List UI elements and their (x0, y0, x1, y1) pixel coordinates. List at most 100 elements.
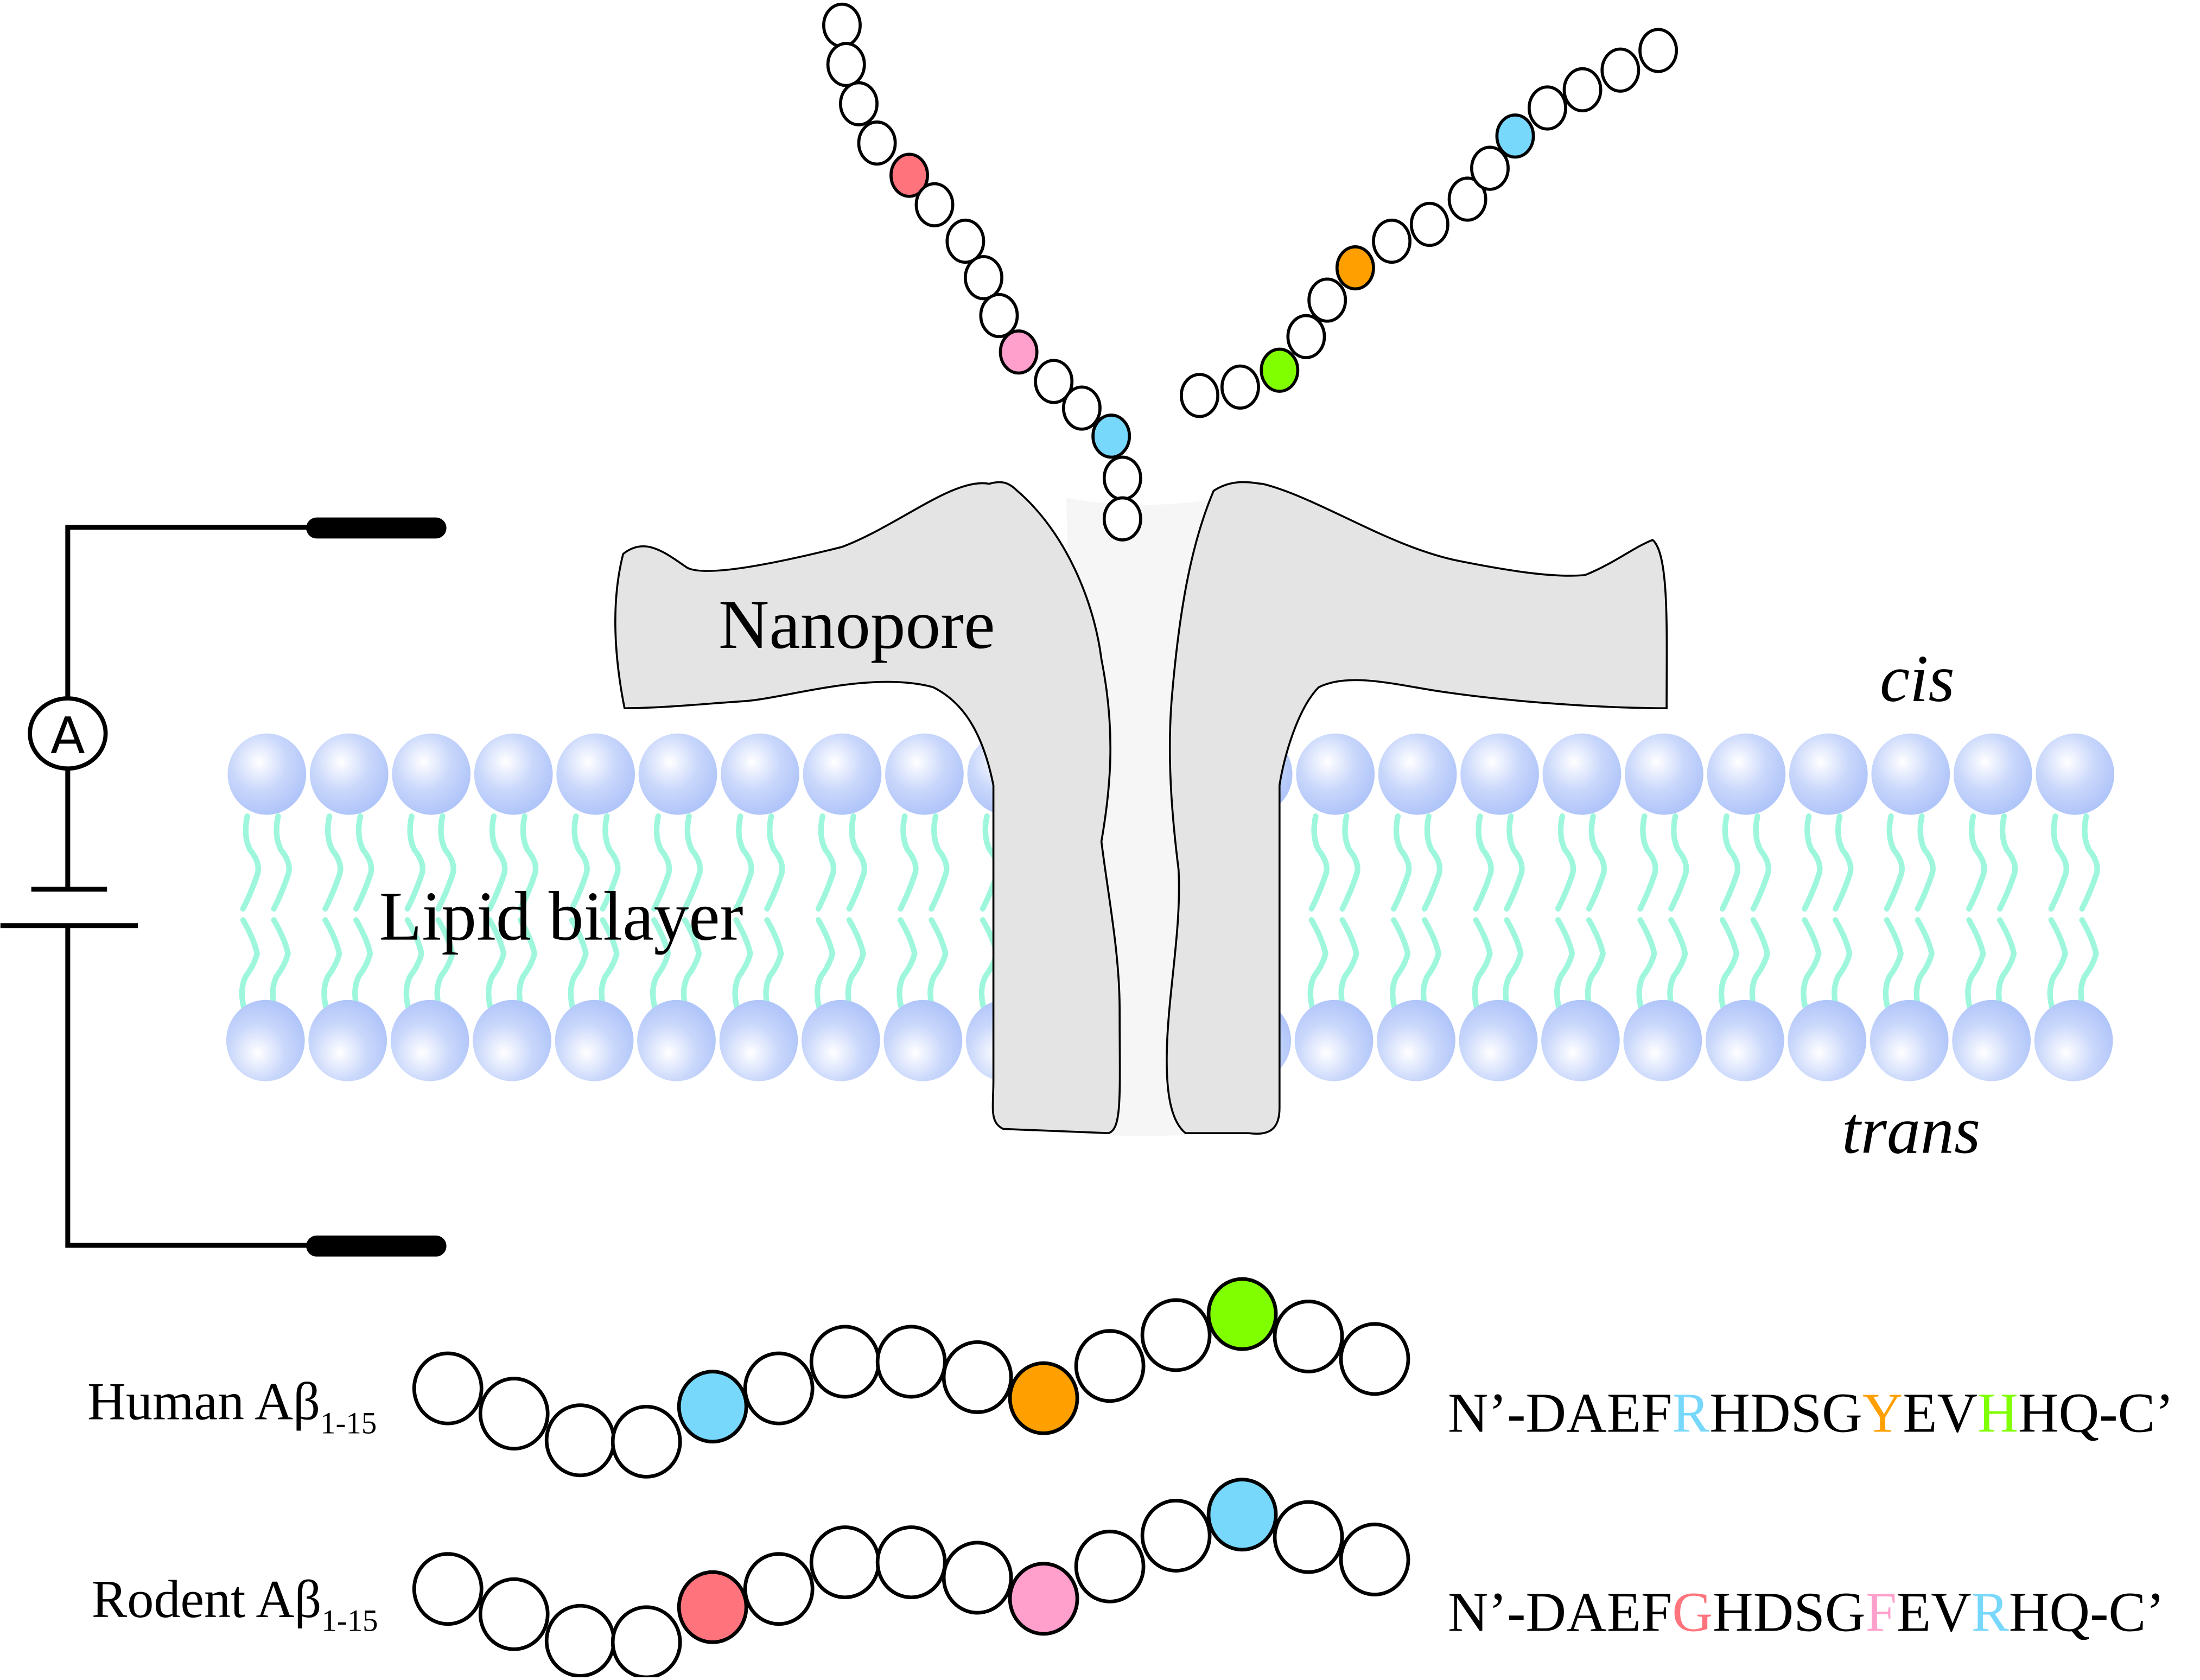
lipid-tail-lower (2078, 917, 2099, 1013)
lipid-tail-upper (1555, 813, 1576, 912)
lipid-tail-lower (1832, 917, 1853, 1013)
nanopore-right-half (1166, 481, 1668, 1135)
amino-acid-bead (809, 1325, 881, 1399)
peptide-name-human: Human Aβ1-15 (87, 1372, 377, 1440)
lipid-tail-upper (1997, 813, 2018, 912)
lipid-tail-lower (1307, 917, 1328, 1013)
sequence-residue: H (1709, 1383, 1750, 1444)
amino-acid-bead (1008, 1361, 1079, 1435)
amino-acid-bead (942, 1340, 1013, 1414)
lipid-tail-upper (271, 813, 292, 912)
sequence-residue: R (1672, 1383, 1709, 1444)
amino-acid-bead (889, 152, 929, 198)
sequence-residue: A (1566, 1383, 1607, 1444)
amino-acid-bead (1206, 1478, 1278, 1552)
amino-acid-bead (875, 1525, 947, 1600)
amino-acid-bead (1286, 314, 1326, 359)
lipid-tail-upper (1750, 813, 1771, 912)
lipid-tail-upper (1915, 813, 1936, 912)
lipid-head (392, 733, 471, 815)
lipid-head (638, 733, 717, 815)
lipid-tail-lower (1718, 917, 1740, 1013)
amino-acid-bead (1206, 1277, 1278, 1351)
ammeter-icon (28, 696, 108, 771)
amino-acid-bead (1470, 145, 1510, 191)
lipid-tail-lower (321, 917, 342, 1013)
amino-acid-bead (478, 1377, 550, 1451)
lipid-tail-upper (1308, 813, 1330, 912)
amino-acid-bead (1339, 1322, 1410, 1396)
amino-acid-bead (964, 255, 1003, 301)
lipid-head (474, 733, 553, 815)
sequence-residue: E (1903, 1383, 1937, 1444)
amino-acid-bead (875, 1325, 947, 1399)
amino-acid-bead (743, 1552, 815, 1626)
amino-acid-bead (611, 1605, 682, 1679)
lipid-tail-lower (434, 917, 455, 1013)
lipid-tail-upper (2048, 813, 2069, 912)
amino-acid-bead (1339, 1522, 1410, 1596)
lipid-tail-lower (1913, 917, 1935, 1013)
electrode-cis (306, 517, 447, 539)
lipid-tail-lower (486, 917, 507, 1013)
sequence-residue: F (1641, 1582, 1672, 1644)
amino-acid-bead (677, 1570, 748, 1644)
lipid-tail-lower (1585, 917, 1606, 1013)
nanopore-left-half (614, 481, 1121, 1135)
lipid-head (227, 733, 307, 815)
lipid-tail-lower (352, 917, 373, 1013)
lipid-tail-upper (600, 813, 621, 912)
sequence-residue: V (1931, 1582, 1972, 1644)
sequence-residue: E (1607, 1383, 1641, 1444)
lipid-head (1460, 733, 1539, 815)
amino-acid-bead (914, 182, 955, 227)
lipid-head (1377, 1000, 1455, 1081)
sequence-residue: V (1937, 1383, 1978, 1444)
lipid-head (1953, 733, 2032, 815)
sequence-residue: G (1825, 1582, 1866, 1644)
lipid-tail-upper (1473, 813, 1494, 912)
lipid-head (2036, 733, 2115, 815)
circuit-wire-bottom (65, 925, 312, 1248)
circuit-wire-top (65, 525, 312, 702)
lipid-tail-lower (1965, 917, 1986, 1013)
lipid-tail-lower (599, 917, 620, 1013)
lipid-head (803, 733, 882, 815)
lipid-tail-lower (732, 917, 753, 1013)
lipid-head (1542, 733, 1622, 815)
lipid-bilayer-label: Lipid bilayer (379, 877, 743, 955)
sequence-residue: Q (2059, 1383, 2100, 1444)
amino-acid-bead (1061, 385, 1102, 431)
lipid-head (1705, 1000, 1784, 1081)
amino-acid-bead (1273, 1300, 1344, 1373)
sequence-residue: -C’ (2099, 1383, 2174, 1444)
amino-acid-bead (1562, 67, 1603, 113)
sequence-residue: N’- (1448, 1383, 1525, 1444)
lipid-tail-lower (927, 917, 949, 1013)
lipid-tail-upper (1966, 813, 1987, 912)
amino-acid-bead (1102, 496, 1142, 542)
sequence-residue: S (1794, 1582, 1824, 1644)
lipid-tail-upper (517, 813, 539, 912)
lipid-head (2034, 1000, 2113, 1081)
peptide-human: Human Aβ1-15 N’-DAEFRHDSGYEVHHQ-C’ (87, 1277, 2174, 1479)
amino-acid-bead (1638, 28, 1678, 73)
amino-acid-bead (1273, 1500, 1344, 1574)
lipid-head (1707, 733, 1786, 815)
amino-acid-bead (1008, 1562, 1079, 1636)
amino-acid-bead (1447, 176, 1487, 222)
sequence-rodent: N’-DAEFGHDSGFEVRHQ-C’ (1448, 1582, 2165, 1644)
sequence-residue: H (1713, 1582, 1753, 1644)
amino-acid-bead (1220, 364, 1260, 410)
lipid-tail-lower (1636, 917, 1657, 1013)
cis-label: cis (1880, 641, 1955, 716)
electrical-circuit: A (0, 517, 447, 1257)
lipid-tail-lower (814, 917, 836, 1013)
amino-acid-bead (1074, 1529, 1146, 1603)
amino-acid-bead (478, 1577, 550, 1651)
nanopore-label: Nanopore (719, 586, 995, 663)
lipid-tail-lower (763, 917, 784, 1013)
lipid-tail-upper (240, 813, 262, 912)
